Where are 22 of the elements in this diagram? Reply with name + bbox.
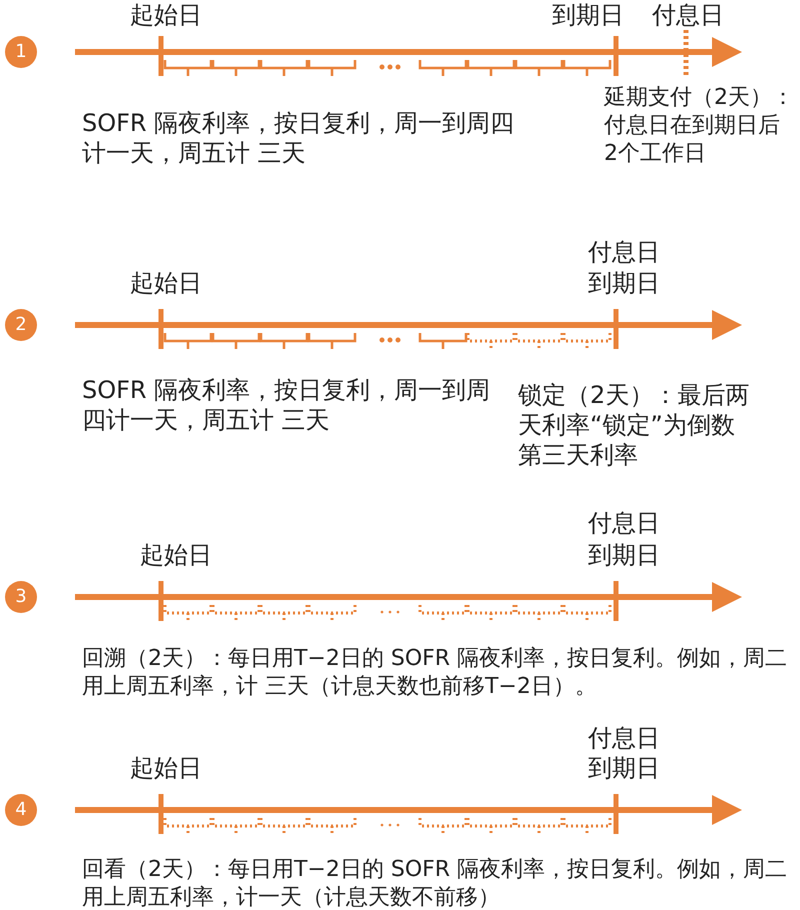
date-label: 起始日 bbox=[130, 753, 203, 783]
step-number-circle: 3 bbox=[5, 581, 37, 613]
description-text: SOFR 隔夜利率，按日复利，周一到周四计一天，周五计 三天 bbox=[82, 375, 492, 435]
note-text: 锁定（2天）：最后两天利率“锁定”为倒数第三天利率 bbox=[518, 380, 750, 470]
date-label: 到期日 bbox=[588, 753, 661, 783]
note-text: 延期支付（2天）：付息日在到期日后 2个工作日 bbox=[604, 84, 795, 168]
date-label: 起始日 bbox=[140, 540, 213, 570]
date-label: 到期日 bbox=[588, 268, 661, 298]
step-number-circle: 1 bbox=[5, 36, 37, 68]
date-label: 付息日 bbox=[652, 0, 725, 30]
date-label: 起始日 bbox=[130, 268, 203, 298]
date-label: 到期日 bbox=[588, 540, 661, 570]
step-number-circle: 2 bbox=[5, 309, 37, 341]
date-label: 付息日 bbox=[588, 723, 661, 753]
description-text: SOFR 隔夜利率，按日复利，周一到周四计一天，周五计 三天 bbox=[82, 108, 516, 168]
date-label: 付息日 bbox=[588, 237, 661, 267]
date-label: 到期日 bbox=[552, 0, 625, 30]
description-text: 回看（2天）：每日用T−2日的 SOFR 隔夜利率，按日复利。例如，周二用上周五利率，计一天（计息天数不前移） bbox=[82, 856, 788, 910]
description-text: 回溯（2天）：每日用T−2日的 SOFR 隔夜利率，按日复利。例如，周二用上周五利率，计 三天（计息天数也前移T−2日）。 bbox=[82, 645, 788, 701]
step-number-circle: 4 bbox=[5, 794, 37, 826]
date-label: 付息日 bbox=[588, 508, 661, 538]
date-label: 起始日 bbox=[130, 0, 203, 30]
